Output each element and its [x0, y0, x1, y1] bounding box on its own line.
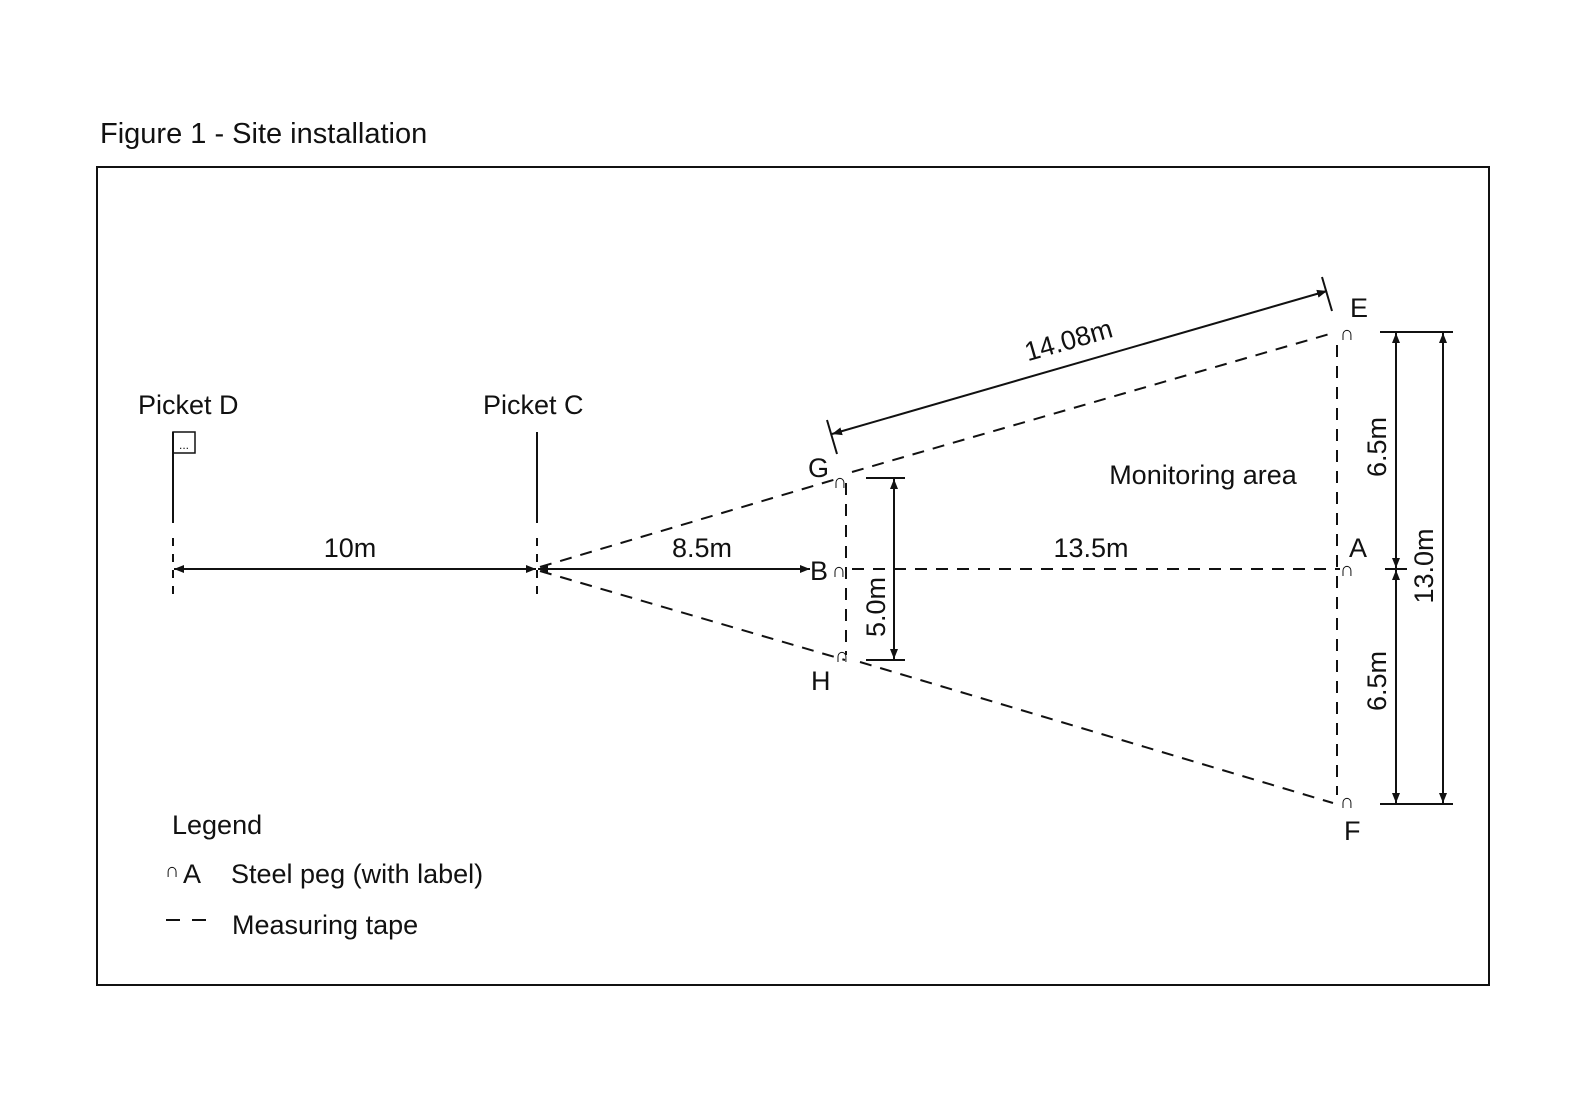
tape-c-h [539, 570, 846, 661]
peg-f: ∩ F [1340, 791, 1361, 846]
legend-tape-text: Measuring tape [232, 910, 418, 940]
peg-g-symbol: ∩ [833, 471, 847, 493]
peg-e-symbol: ∩ [1340, 323, 1354, 345]
dimension-g-h-label: 5.0m [861, 577, 891, 637]
peg-a-symbol: ∩ [1340, 559, 1354, 581]
picket-d-flag-dots: ... [179, 438, 189, 452]
peg-b-label: B [810, 556, 828, 586]
monitoring-area-label: Monitoring area [1109, 460, 1298, 490]
tape-h-f [859, 661, 1334, 804]
measuring-tapes [539, 332, 1340, 804]
legend-title: Legend [172, 810, 262, 840]
dimension-g-e [831, 289, 1328, 436]
dimension-d-c-label: 10m [324, 533, 377, 563]
legend-peg-icon: ∩ [165, 860, 179, 882]
picket-c-label: Picket C [483, 390, 584, 420]
figure-title: Figure 1 - Site installation [100, 118, 428, 150]
peg-b-symbol: ∩ [832, 560, 846, 582]
tape-g-e [851, 332, 1334, 473]
peg-b: ∩ B [810, 556, 846, 586]
peg-g: ∩ G [808, 453, 847, 493]
dimension-e-a-label: 6.5m [1362, 417, 1392, 477]
dimension-g-e-tick-left [826, 419, 838, 455]
dimension-c-b-label: 8.5m [672, 533, 732, 563]
picket-d-label: Picket D [138, 390, 239, 420]
legend-peg-text: Steel peg (with label) [231, 859, 483, 889]
dimension-b-a-label: 13.5m [1053, 533, 1128, 563]
picket-d: Picket D ... [138, 390, 239, 600]
peg-g-label: G [808, 453, 829, 483]
picket-c: Picket C [483, 390, 584, 600]
peg-f-label: F [1344, 816, 1361, 846]
dimension-g-e-label: 14.08m [1021, 314, 1116, 368]
peg-a-label: A [1349, 533, 1367, 563]
dimension-g-e-tick-right [1321, 276, 1333, 312]
peg-h-symbol: ∩ [835, 645, 849, 667]
legend: Legend ∩ A Steel peg (with label) Measur… [165, 810, 483, 940]
dimension-e-f-label: 13.0m [1409, 528, 1439, 603]
legend-peg-symbol-label: A [183, 859, 201, 889]
peg-e-label: E [1350, 293, 1368, 323]
peg-e: ∩ E [1340, 293, 1368, 345]
diagram-frame [96, 166, 1490, 986]
peg-a: ∩ A [1340, 533, 1367, 581]
dimension-a-f-label: 6.5m [1362, 651, 1392, 711]
peg-f-symbol: ∩ [1340, 791, 1354, 813]
tape-c-g [539, 477, 841, 568]
peg-h: ∩ H [811, 645, 849, 696]
peg-h-label: H [811, 666, 831, 696]
